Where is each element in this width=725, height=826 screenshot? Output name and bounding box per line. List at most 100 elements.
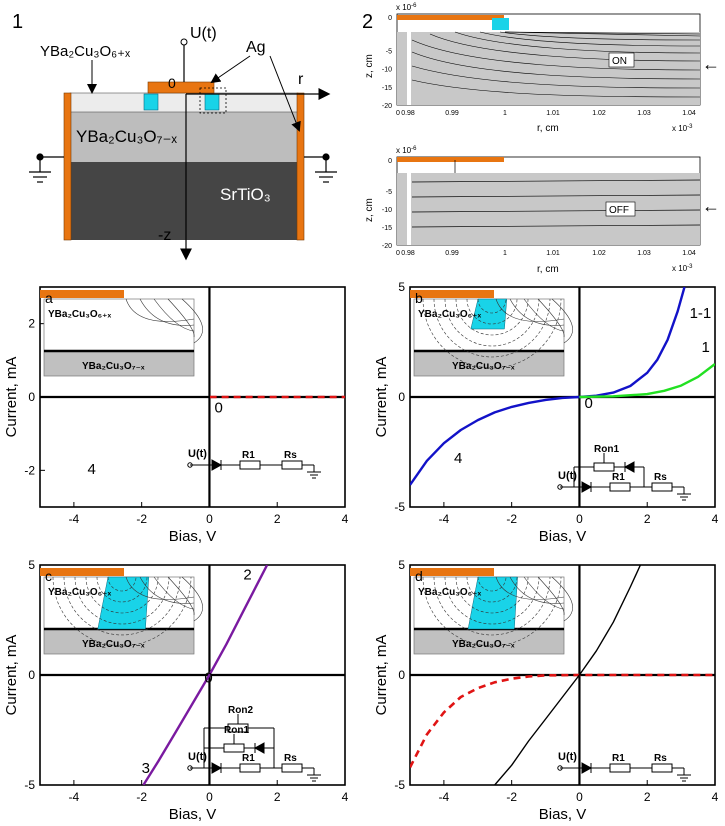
sim-on-exp-y: x 10-6: [396, 3, 417, 12]
inset-bulk: [413, 350, 565, 377]
equivalent-circuit: [557, 453, 691, 501]
sim-off-xtick: 0.98: [401, 250, 415, 257]
inset-equipotential: [477, 298, 507, 314]
cyan-region-right: [204, 93, 220, 111]
equivalent-circuit: [187, 459, 321, 479]
sim-on-xtick: 1.01: [546, 110, 560, 117]
series-line-1: [579, 363, 715, 399]
inset-field-line: [509, 298, 565, 326]
series-line-black: [494, 565, 642, 785]
circuit-label-r1: R1: [612, 472, 625, 483]
x-tick-label: 4: [342, 512, 349, 526]
inset-equipotential: [422, 576, 562, 647]
curve-label: 1: [701, 339, 709, 356]
sim-on-xtick: 0.98: [401, 110, 415, 117]
circuit-label-r1: R1: [242, 753, 255, 764]
y-axis-label: Current, mA: [3, 635, 20, 716]
substrate-label: SrTiO₃: [220, 185, 271, 204]
x-tick-label: 0: [206, 790, 213, 804]
u-label: U(t): [190, 25, 217, 42]
circuit-label-ron1: Ron1: [594, 444, 619, 455]
sim-off-ytick: -5: [386, 189, 392, 196]
panel-letter: c: [45, 568, 52, 584]
sim-off-ylabel: z, cm: [364, 198, 375, 222]
panel-1-schematic: 1: [12, 11, 337, 261]
x-tick-label: 2: [644, 512, 651, 526]
sim-on-break: [407, 30, 411, 105]
inset-equipotential: [96, 576, 148, 603]
inset-field-line: [495, 298, 565, 322]
inset-field-line: [139, 576, 195, 604]
inset-electrode: [40, 290, 124, 298]
inset-field-line: [523, 576, 565, 610]
inset-field-line: [495, 576, 565, 600]
inset-field-line: [551, 298, 573, 344]
y-tick-label: 5: [28, 558, 35, 572]
curve-label: 3: [142, 760, 150, 777]
z-axis-label: -z: [158, 227, 171, 244]
x-tick-label: 4: [712, 790, 719, 804]
circuit-label-rs: Rs: [284, 753, 297, 764]
sim-on-ytick: -20: [382, 103, 392, 110]
circuit-label-u: U(t): [558, 751, 577, 763]
circuit-label-u: U(t): [188, 751, 207, 763]
sim-off-body: [397, 173, 700, 245]
inset-equipotential: [466, 298, 518, 325]
inset-bulk-label: YBa₂Cu₃O₇₋ₓ: [82, 361, 145, 372]
inset-bulk-label: YBa₂Cu₃O₇₋ₓ: [82, 639, 145, 650]
inset-field-line: [537, 298, 565, 338]
sim-on-ylabel: z, cm: [364, 54, 375, 78]
y-tick-label: -5: [24, 778, 35, 792]
sim-on-xtick: 1.02: [592, 110, 606, 117]
u-terminal: [180, 38, 188, 46]
y-tick-label: -5: [394, 778, 405, 792]
r-axis-label: r: [298, 71, 304, 88]
x-tick-label: -4: [69, 790, 80, 804]
sim-on-label-box: [608, 52, 635, 68]
sim-off-xtick: 0.99: [445, 250, 459, 257]
inset-field-line: [153, 298, 195, 332]
inset-equipotential: [74, 576, 170, 625]
inset-equipotential: [466, 576, 518, 603]
sim-off-ytick: -10: [382, 207, 392, 214]
sim-on-plot: ON ←: [396, 13, 720, 106]
sim-on-xtick: 0: [396, 110, 400, 117]
ag-label: Ag: [246, 39, 266, 56]
ground-left-icon: [29, 153, 64, 183]
x-tick-label: 0: [576, 512, 583, 526]
circuit-label-r1: R1: [612, 753, 625, 764]
bulk-layer: [70, 112, 298, 162]
inset-electrode: [410, 290, 494, 298]
sim-off-xtick: 0: [396, 250, 400, 257]
equivalent-circuit: [187, 714, 321, 782]
substrate-layer: [70, 162, 298, 240]
circuit-label-u: U(t): [558, 470, 577, 482]
sim-off-label-box: [605, 201, 636, 217]
inset-film-label: YBa₂Cu₃O₆₊ₓ: [48, 587, 111, 598]
x-tick-label: 2: [274, 790, 281, 804]
sim-on-electrode: [397, 15, 504, 20]
y-tick-label: 5: [398, 558, 405, 572]
sim-off-electrode: [397, 157, 504, 162]
inset-equipotential: [455, 298, 529, 336]
inset-equipotential: [444, 576, 540, 625]
cyan-region-left: [143, 93, 159, 111]
inset-cyan-region: [467, 576, 518, 630]
panel-2-simulations: 2 ON ←: [362, 3, 720, 275]
left-contact: [63, 92, 72, 241]
x-tick-label: -2: [506, 512, 517, 526]
sim-axes-text: x 10-6 x 10-6 x 10-3 x 10-3 z, cm z, cm …: [364, 3, 693, 275]
panel-letter: b: [415, 290, 423, 306]
inset-field-line: [181, 298, 203, 344]
x-axis-label: Bias, V: [169, 528, 217, 545]
inset-electrode: [40, 568, 124, 576]
inset-field-line: [523, 298, 565, 332]
